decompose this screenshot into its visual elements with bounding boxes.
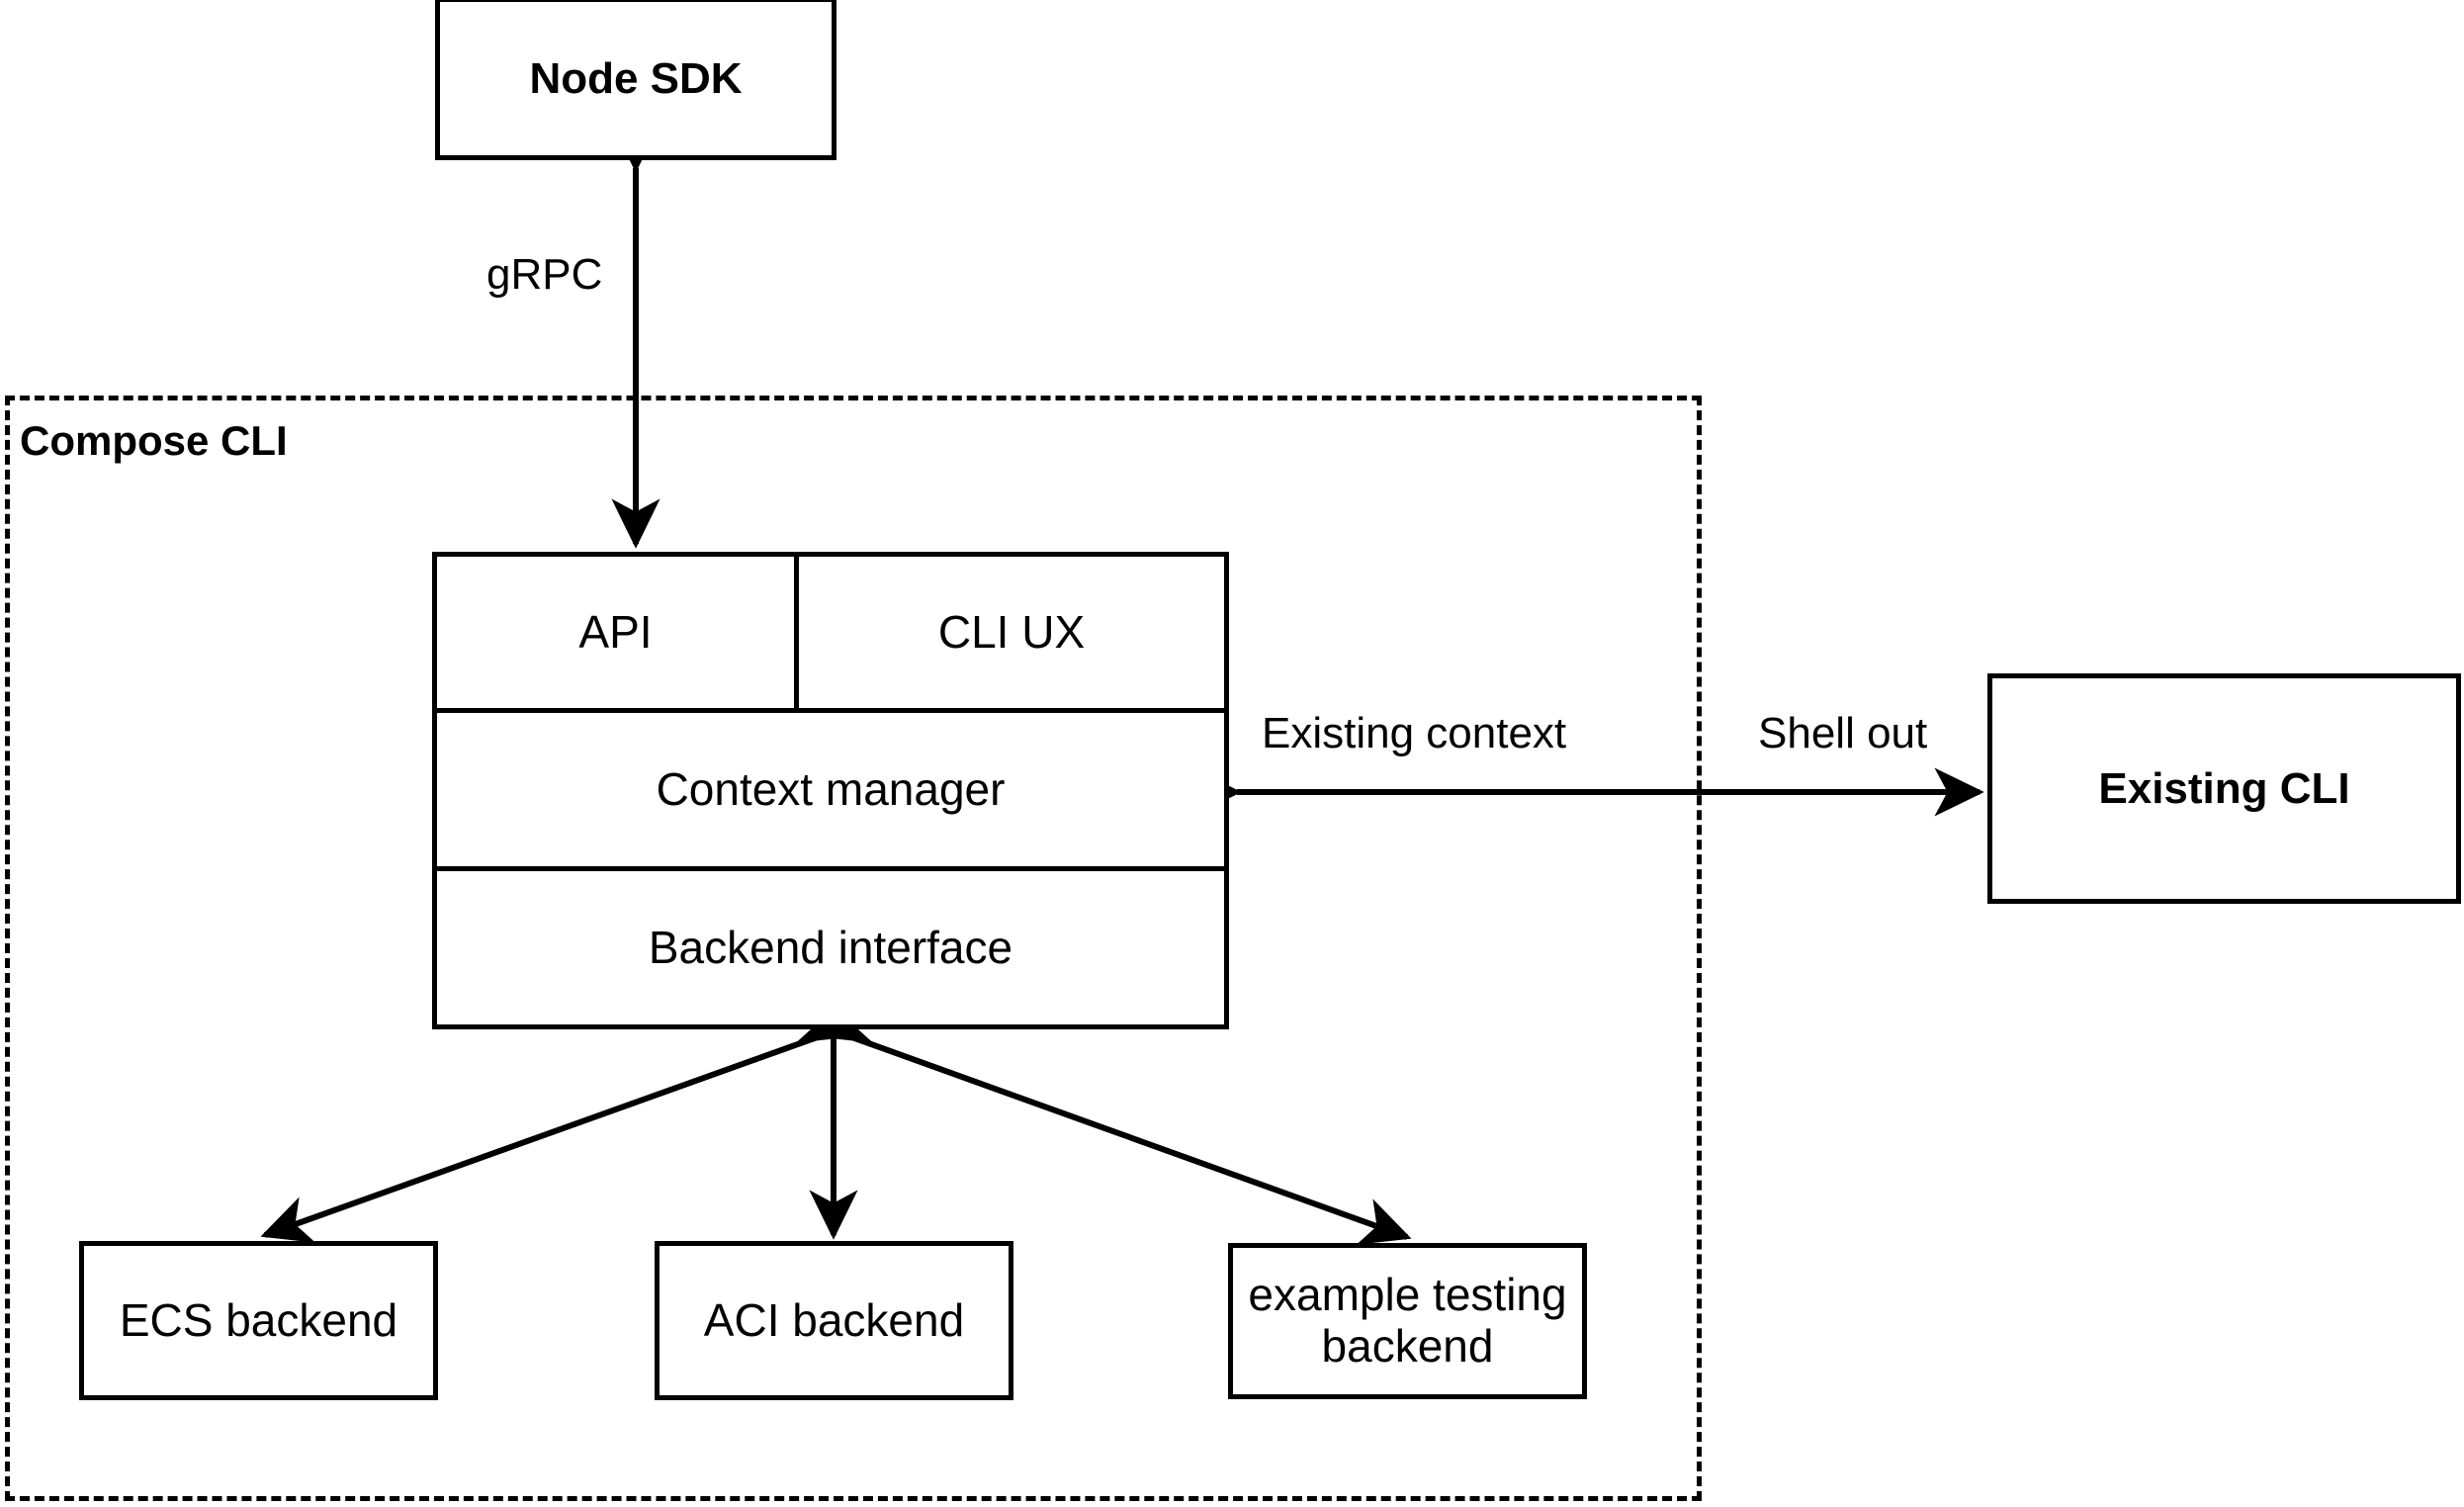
node-cli-ux[interactable]: CLI UX — [794, 552, 1229, 713]
compose-cli-group-title: Compose CLI — [20, 417, 288, 464]
node-backend-interface-label: Backend interface — [648, 921, 1013, 973]
edge-label-grpc: gRPC — [481, 250, 609, 300]
edge-backend-example — [795, 997, 1412, 1245]
node-existing-cli-label: Existing CLI — [2098, 763, 2350, 813]
node-context-manager[interactable]: Context manager — [432, 708, 1229, 871]
node-api[interactable]: API — [432, 552, 799, 713]
node-aci-backend-label: ACI backend — [703, 1293, 965, 1346]
edge-backend-ecs — [260, 997, 874, 1243]
node-aci-backend[interactable]: ACI backend — [655, 1241, 1013, 1400]
node-existing-cli[interactable]: Existing CLI — [1987, 673, 2461, 904]
node-cli-ux-label: CLI UX — [937, 605, 1086, 658]
node-example-testing-backend[interactable]: example testing backend — [1228, 1243, 1587, 1399]
node-node-sdk[interactable]: Node SDK — [435, 0, 836, 160]
node-context-manager-label: Context manager — [656, 762, 1006, 815]
node-ecs-backend[interactable]: ECS backend — [79, 1241, 438, 1400]
node-backend-interface[interactable]: Backend interface — [432, 866, 1229, 1029]
node-node-sdk-label: Node SDK — [529, 53, 743, 103]
node-api-label: API — [578, 605, 653, 658]
compose-cli-group — [5, 396, 1702, 1501]
edge-label-shell-out: Shell out — [1752, 709, 1934, 758]
edge-label-existing-context: Existing context — [1256, 709, 1573, 758]
node-ecs-backend-label: ECS backend — [119, 1293, 398, 1346]
node-example-testing-backend-label: example testing backend — [1248, 1269, 1567, 1372]
